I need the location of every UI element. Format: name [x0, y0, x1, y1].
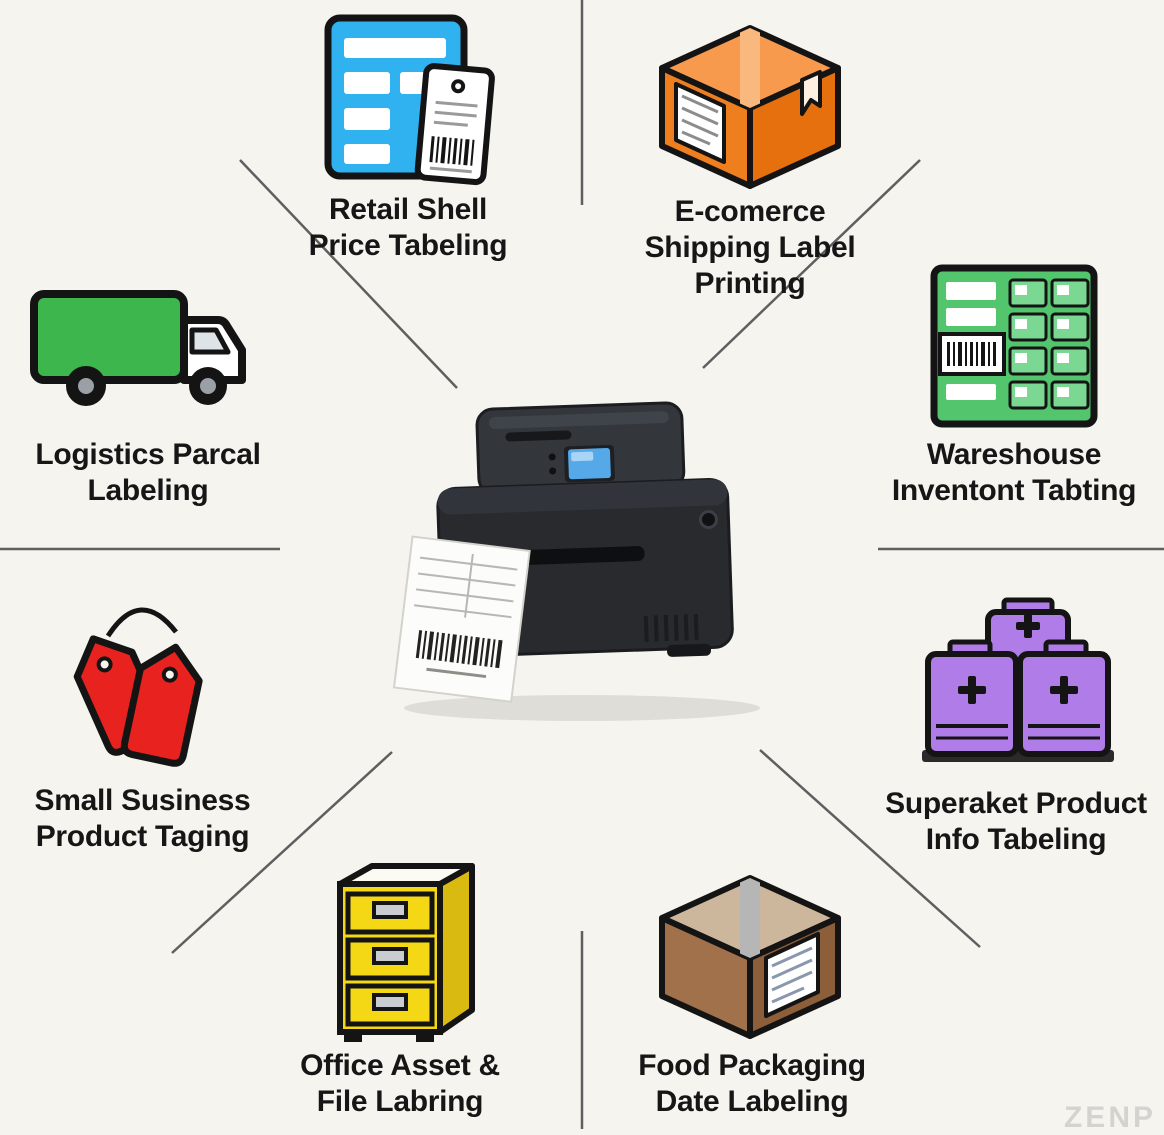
- label-line: Logistics Parcal: [35, 438, 261, 471]
- printer-shadow: [404, 695, 760, 721]
- delivery-truck-icon: [30, 290, 246, 406]
- divider-upper-right-diagonal: [702, 159, 921, 369]
- usecase-supermarket-label: Superaket Product Info Tabeling: [856, 786, 1164, 858]
- usecase-ecommerce-icon-wrap: [652, 22, 848, 192]
- label-line: Superaket Product: [885, 787, 1147, 820]
- usecase-retail-label: Retail Shell Price Tabeling: [258, 192, 558, 264]
- label-line: Inventont Tabting: [891, 474, 1137, 507]
- barcode: [415, 630, 503, 669]
- printer-button: [549, 467, 557, 475]
- usecase-office-label: Office Asset & File Labring: [250, 1048, 550, 1120]
- power-button: [698, 510, 718, 530]
- usecase-ecommerce-label: E-comerce Shipping Label Printing: [600, 194, 900, 302]
- date-label: [764, 932, 820, 1018]
- label-line: Printing: [694, 267, 806, 300]
- label-line: Product Taging: [35, 820, 250, 853]
- divider-lower-left-diagonal: [171, 751, 393, 954]
- box-tape: [740, 28, 760, 108]
- box-ribbon: [800, 70, 822, 116]
- usecase-warehouse-label: Wareshouse Inventont Tabting: [862, 437, 1164, 509]
- label-line: Info Tabeling: [925, 823, 1107, 856]
- usecase-food-label: Food Packaging Date Labeling: [602, 1048, 902, 1120]
- price-tag: [414, 63, 495, 186]
- divider-lower-right-diagonal: [759, 749, 981, 948]
- usecase-office-icon-wrap: [328, 860, 484, 1046]
- box-tape: [740, 878, 760, 958]
- usecase-smallbiz-icon-wrap: [73, 590, 213, 775]
- product-jars-icon: [922, 597, 1114, 762]
- printer-vents: [643, 613, 699, 642]
- printer-wrap: [382, 396, 777, 726]
- label-line: Small Susiness: [34, 784, 251, 817]
- label-line: Shipping Label: [644, 231, 856, 264]
- truck-wheels: [66, 366, 227, 406]
- label-printer: [392, 401, 760, 721]
- usecase-smallbiz-label: Small Susiness Product Taging: [0, 783, 285, 855]
- food-box-icon: [659, 875, 841, 1039]
- box-labels: [1015, 285, 1069, 397]
- usecase-logistics-label: Logistics Parcal Labeling: [0, 437, 296, 509]
- ecommerce-box-icon: [659, 25, 841, 189]
- usecase-logistics-icon-wrap: [30, 288, 250, 428]
- printed-label: [392, 535, 531, 703]
- truck-window: [189, 327, 231, 355]
- label-line: Office Asset &: [300, 1049, 500, 1082]
- label-line: E-comerce: [674, 195, 826, 228]
- label-line: File Labring: [316, 1085, 484, 1118]
- drawer-handles: [372, 901, 408, 1011]
- label-line: Food Packaging: [638, 1049, 866, 1082]
- barcode: [938, 332, 1006, 376]
- watermark: ZENP: [1063, 1101, 1156, 1134]
- printer-screen: [563, 444, 615, 483]
- usecase-food-icon-wrap: [652, 870, 848, 1042]
- warehouse-shelf-icon: [930, 264, 1098, 428]
- shipping-label: [674, 82, 726, 164]
- label-line: Retail Shell: [328, 193, 488, 226]
- barcode: [429, 136, 475, 166]
- printer-button: [548, 453, 556, 461]
- label-line: Date Labeling: [655, 1085, 849, 1118]
- usecase-retail-icon-wrap: [322, 10, 495, 188]
- price-tags-icon: [73, 607, 203, 767]
- label-line: Labeling: [87, 474, 209, 507]
- tag-front: [120, 643, 203, 767]
- label-line: Price Tabeling: [308, 229, 508, 262]
- divider-upper-left-diagonal: [239, 159, 458, 389]
- retail-shelf-icon: [324, 14, 495, 186]
- label-line: Wareshouse: [926, 438, 1102, 471]
- usecase-warehouse-icon-wrap: [928, 256, 1100, 432]
- jar-left: [925, 639, 1019, 757]
- filing-cabinet-icon: [337, 863, 475, 1042]
- drawers: [345, 891, 435, 1027]
- tag-string: [105, 607, 178, 638]
- usecase-supermarket-icon-wrap: [920, 597, 1116, 770]
- jar-right: [1017, 639, 1111, 757]
